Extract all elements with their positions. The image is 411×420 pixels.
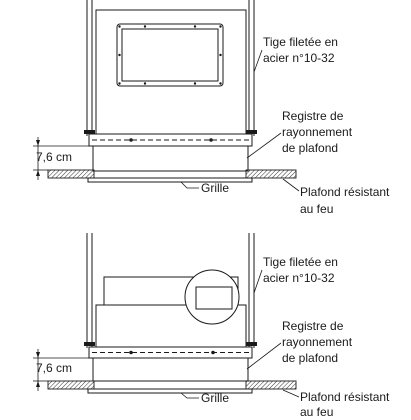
dimension-arrow-up bbox=[36, 381, 40, 387]
rod-nut-right bbox=[246, 130, 257, 134]
grille-callout: Grille bbox=[180, 181, 229, 195]
damper-label-line-2: rayonnement bbox=[282, 125, 353, 139]
leader-line bbox=[180, 392, 199, 399]
threaded-rod-right bbox=[248, 0, 255, 136]
ceiling-callout: Plafond résistant au feu bbox=[282, 178, 390, 216]
rod-nut-left bbox=[84, 342, 95, 346]
rod-callout: Tige filetée en acier n°10-32 bbox=[253, 35, 338, 73]
screw bbox=[118, 25, 121, 28]
leader-line bbox=[282, 389, 300, 398]
ceiling-callout: Plafond résistant au feu bbox=[282, 389, 390, 419]
screw bbox=[219, 25, 222, 28]
screw bbox=[219, 53, 222, 57]
dimension-label: 7,6 cm bbox=[36, 361, 72, 375]
ceiling-label-line-2: au feu bbox=[300, 405, 333, 419]
access-panel-opening bbox=[121, 28, 219, 82]
screw bbox=[129, 350, 133, 355]
rod-nut-left bbox=[84, 130, 95, 134]
ceiling-label-line-1: Plafond résistant bbox=[300, 390, 390, 404]
diagram-top: 7,6 cm Tige filetée en acier n°10-32 Reg… bbox=[33, 0, 390, 216]
damper-label-line-3: de plafond bbox=[282, 351, 338, 365]
screw bbox=[143, 82, 147, 85]
ceiling-label-line-2: au feu bbox=[300, 202, 333, 216]
rod-label-line-2: acier n°10-32 bbox=[263, 51, 335, 65]
screw bbox=[219, 82, 222, 85]
damper-callout: Registre de rayonnement de plafond bbox=[246, 319, 353, 370]
dimension-arrow-down bbox=[36, 352, 40, 358]
ceiling-left bbox=[47, 169, 95, 179]
dimension-arrow-down bbox=[36, 140, 40, 146]
access-panel-opening bbox=[195, 286, 233, 310]
ceiling-right bbox=[245, 380, 297, 390]
ceiling-label-line-1: Plafond résistant bbox=[300, 185, 390, 199]
access-panel bbox=[116, 23, 224, 87]
grille-label: Grille bbox=[201, 181, 229, 195]
diagram-bottom: 7,6 cm Tige filetée en acier n°10-32 Reg… bbox=[33, 233, 390, 419]
screw bbox=[143, 25, 147, 28]
screw bbox=[211, 350, 215, 355]
damper-flange bbox=[88, 346, 253, 359]
rod-label-line-1: Tige filetée en bbox=[263, 255, 338, 269]
screw bbox=[193, 25, 197, 28]
grille bbox=[87, 388, 253, 394]
grille-label: Grille bbox=[201, 391, 229, 405]
threaded-rod-left bbox=[86, 0, 93, 136]
dimension-marker: 7,6 cm bbox=[33, 137, 89, 180]
damper-label-line-1: Registre de bbox=[282, 109, 344, 123]
leader-line bbox=[282, 178, 300, 192]
damper-callout: Registre de rayonnement de plafond bbox=[246, 109, 353, 159]
screw bbox=[193, 82, 197, 85]
damper-body bbox=[92, 145, 249, 172]
screw bbox=[118, 82, 121, 85]
rod-nut-right bbox=[246, 342, 257, 346]
rod-label-line-1: Tige filetée en bbox=[263, 35, 338, 49]
dimension-arrow-up bbox=[36, 170, 40, 176]
screw bbox=[209, 138, 213, 142]
damper-body bbox=[92, 357, 249, 382]
grille bbox=[87, 177, 253, 183]
damper-flange bbox=[88, 133, 253, 147]
damper-flange-band bbox=[88, 133, 253, 147]
leader-line bbox=[253, 269, 263, 294]
dimension-marker: 7,6 cm bbox=[33, 349, 89, 391]
ceiling-right bbox=[245, 169, 297, 179]
threaded-rod-right bbox=[248, 233, 255, 348]
dimension-label: 7,6 cm bbox=[36, 150, 72, 164]
threaded-rod-left bbox=[86, 233, 93, 348]
damper-label-line-2: rayonnement bbox=[282, 335, 353, 349]
leader-line bbox=[246, 342, 282, 370]
damper-flange-band bbox=[88, 346, 253, 359]
rod-label-line-2: acier n°10-32 bbox=[263, 271, 335, 285]
screw bbox=[118, 53, 121, 57]
damper-label-line-1: Registre de bbox=[282, 319, 344, 333]
duct-housing-front bbox=[95, 304, 247, 348]
damper-label-line-3: de plafond bbox=[282, 141, 338, 155]
ceiling-left bbox=[47, 380, 95, 390]
leader-line bbox=[180, 181, 199, 189]
grille-callout: Grille bbox=[180, 391, 229, 405]
leader-line bbox=[246, 132, 282, 159]
screw bbox=[129, 138, 133, 142]
rod-callout: Tige filetée en acier n°10-32 bbox=[253, 255, 338, 294]
access-panel-detail bbox=[184, 269, 240, 325]
leader-line bbox=[253, 49, 263, 73]
